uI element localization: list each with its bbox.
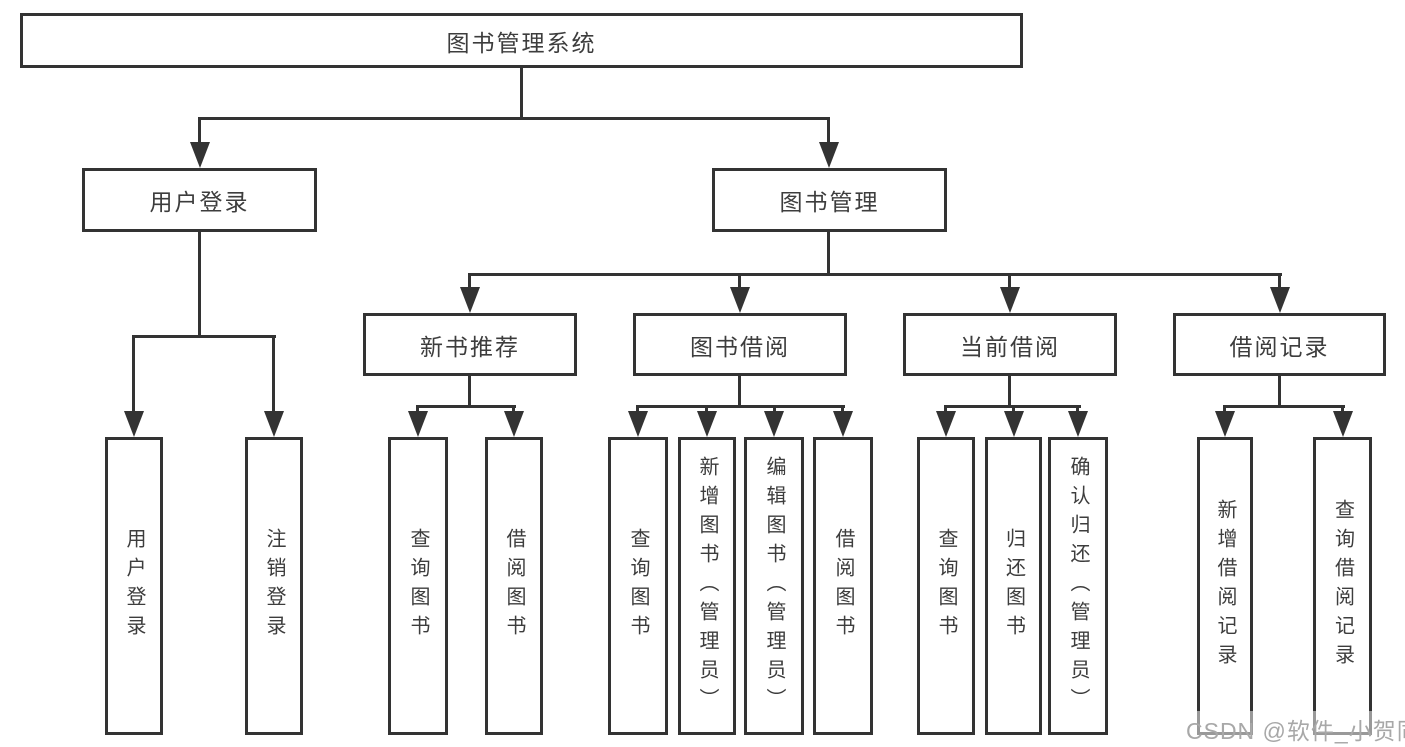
leaf-br-query-borrow-record: 查询借阅记录 bbox=[1313, 437, 1372, 735]
node-book-management: 图书管理 bbox=[712, 168, 947, 232]
leaf-cb-confirm-return-admin: 确认归还（管理员） bbox=[1048, 437, 1108, 735]
leaf-user-login-label: 用户登录 bbox=[123, 528, 145, 644]
arrowhead-user-login bbox=[190, 142, 210, 168]
connector-nbr-rail bbox=[416, 405, 516, 408]
node-current-borrow: 当前借阅 bbox=[903, 313, 1117, 376]
arrowhead-book-management bbox=[819, 142, 839, 168]
connector-drop-book-management bbox=[827, 120, 830, 146]
leaf-bb-borrow-books-label: 借阅图书 bbox=[832, 528, 854, 644]
leaf-user-login: 用户登录 bbox=[105, 437, 163, 735]
connector-drop-book-borrow bbox=[738, 276, 741, 290]
leaf-bb-add-books-admin-label: 新增图书（管理员） bbox=[696, 455, 718, 717]
connector-drop-user-login bbox=[198, 120, 201, 146]
arrowhead-leaf bbox=[764, 411, 784, 437]
leaf-br-add-borrow-record-label: 新增借阅记录 bbox=[1214, 499, 1236, 673]
leaf-bb-query-books: 查询图书 bbox=[608, 437, 668, 735]
connector-book-management-stem bbox=[827, 232, 830, 276]
leaf-bb-query-books-label: 查询图书 bbox=[627, 528, 649, 644]
connector-drop-borrow-records bbox=[1278, 276, 1281, 290]
connector-br-stem bbox=[1278, 376, 1281, 408]
leaf-nbr-query-books: 查询图书 bbox=[388, 437, 448, 735]
arrowhead-leaf bbox=[697, 411, 717, 437]
arrowhead-leaf bbox=[833, 411, 853, 437]
node-borrow-records: 借阅记录 bbox=[1173, 313, 1386, 376]
leaf-cb-return-books-label: 归还图书 bbox=[1002, 528, 1025, 644]
arrowhead-leaf bbox=[1068, 411, 1088, 437]
arrowhead-leaf bbox=[1004, 411, 1024, 437]
arrowhead-leaf bbox=[936, 411, 956, 437]
csdn-watermark: CSDN @软件_小贺同学 bbox=[1183, 711, 1405, 747]
leaf-cb-query-books-label: 查询图书 bbox=[935, 528, 957, 644]
leaf-bb-borrow-books: 借阅图书 bbox=[813, 437, 873, 735]
leaf-logout-label: 注销登录 bbox=[263, 528, 285, 644]
connector-cb-stem bbox=[1008, 376, 1011, 408]
arrowhead-new-book bbox=[460, 287, 480, 313]
arrowhead-leaf bbox=[1215, 411, 1235, 437]
node-book-borrow: 图书借阅 bbox=[633, 313, 847, 376]
connector-root-stem bbox=[520, 68, 523, 118]
arrowhead-leaf bbox=[628, 411, 648, 437]
connector-bb-stem bbox=[738, 376, 741, 408]
arrowhead-current-borrow bbox=[1000, 287, 1020, 313]
arrowhead-login-leaf bbox=[124, 411, 144, 437]
connector-drop-new-book bbox=[468, 276, 471, 290]
leaf-bb-edit-books-admin: 编辑图书（管理员） bbox=[744, 437, 804, 735]
leaf-cb-confirm-return-admin-label: 确认归还（管理员） bbox=[1067, 455, 1089, 717]
arrowhead-book-borrow bbox=[730, 287, 750, 313]
leaf-cb-return-books: 归还图书 bbox=[985, 437, 1042, 735]
leaf-nbr-borrow-books: 借阅图书 bbox=[485, 437, 543, 735]
leaf-cb-query-books: 查询图书 bbox=[917, 437, 975, 735]
arrowhead-leaf bbox=[408, 411, 428, 437]
node-user-login: 用户登录 bbox=[82, 168, 317, 232]
connector-level1-rail bbox=[198, 117, 830, 120]
arrowhead-logout-leaf bbox=[264, 411, 284, 437]
leaf-nbr-query-books-label: 查询图书 bbox=[407, 528, 429, 644]
arrowhead-leaf bbox=[504, 411, 524, 437]
connector-br-rail bbox=[1223, 405, 1345, 408]
arrowhead-borrow-records bbox=[1270, 287, 1290, 313]
leaf-br-add-borrow-record: 新增借阅记录 bbox=[1197, 437, 1253, 735]
node-new-book-recommend: 新书推荐 bbox=[363, 313, 577, 376]
leaf-bb-add-books-admin: 新增图书（管理员） bbox=[678, 437, 736, 735]
leaf-bb-edit-books-admin-label: 编辑图书（管理员） bbox=[763, 455, 785, 717]
leaf-br-query-borrow-record-label: 查询借阅记录 bbox=[1331, 499, 1354, 673]
leaf-nbr-borrow-books-label: 借阅图书 bbox=[503, 528, 525, 644]
connector-cb-rail bbox=[944, 405, 1081, 408]
connector-drop-current-borrow bbox=[1008, 276, 1011, 290]
connector-drop-logout-leaf bbox=[272, 338, 275, 414]
connector-drop-login-leaf bbox=[132, 338, 135, 414]
connector-user-login-rail bbox=[132, 335, 276, 338]
connector-bb-rail bbox=[636, 405, 845, 408]
arrowhead-leaf bbox=[1333, 411, 1353, 437]
connector-level2-rail bbox=[468, 273, 1282, 276]
connector-user-login-stem bbox=[198, 232, 201, 338]
leaf-logout: 注销登录 bbox=[245, 437, 303, 735]
node-library-management-system: 图书管理系统 bbox=[20, 13, 1023, 68]
connector-nbr-stem bbox=[468, 376, 471, 408]
